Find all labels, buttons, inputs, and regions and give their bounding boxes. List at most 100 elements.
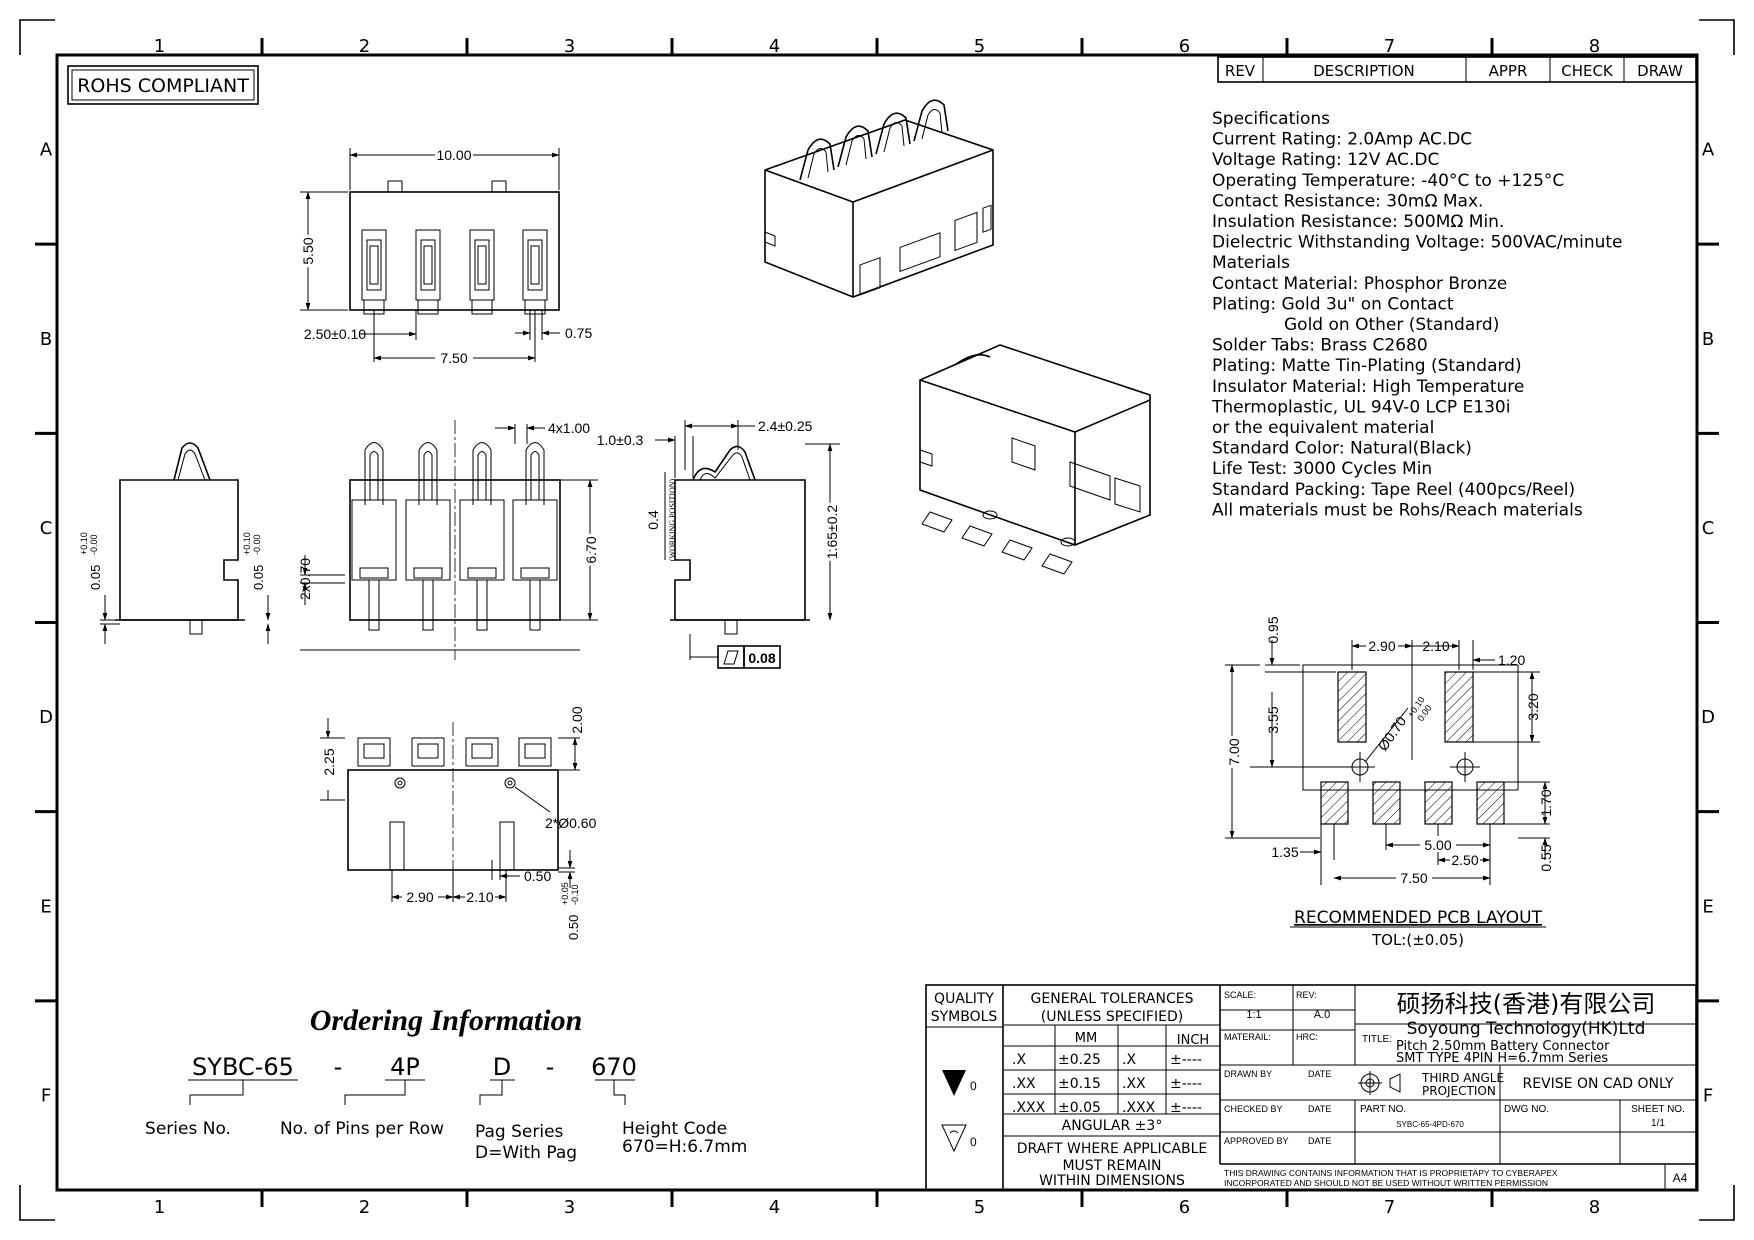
quality-symbol-2: 0 (970, 1135, 977, 1149)
zone-col-label: 7 (1384, 1197, 1395, 1218)
svg-text:-0.00: -0.00 (252, 534, 262, 555)
pcb-dim-095: 0.95 (1265, 616, 1281, 643)
zone-row-label: E (1702, 896, 1713, 917)
title-label: TITLE: (1362, 1034, 1392, 1045)
pcb-layout: 2.90 2.10 1.20 3.20 0.95 3.55 7.00 7.00 … (1222, 616, 1554, 949)
pcb-dim-135: 1.35 (1271, 844, 1298, 860)
draft-note: DRAFT WHERE APPLICABLE (1017, 1141, 1208, 1157)
pcb-dim-290: 2.90 (1368, 638, 1395, 654)
tolerance-cell: ±---- (1170, 1100, 1202, 1116)
spec-line: Standard Packing: Tape Reel (400pcs/Reel… (1212, 480, 1575, 500)
spec-line: Insulation Resistance: 500MΩ Min. (1212, 212, 1504, 232)
company-name-en: Soyoung Technology(HK)Ltd (1407, 1019, 1646, 1039)
svg-text:-0.00: -0.00 (89, 534, 99, 555)
general-tolerances-title: GENERAL TOLERANCES (1031, 991, 1194, 1007)
pcb-dim-210: 2.10 (1422, 638, 1449, 654)
pag-label: Pag Series (475, 1122, 564, 1142)
zone-row-label: F (41, 1085, 51, 1106)
part-no-value: SYBC-65-4PD-670 (1396, 1120, 1464, 1129)
ordering-information: Ordering Information SYBC-65 - 4P D - 67… (145, 1004, 747, 1163)
dim-bottom-b: 2.25 (321, 748, 337, 775)
dim-bottom-d: 2.10 (466, 889, 493, 905)
title-block: QUALITY SYMBOLS 0 0 GENERAL TOLERANCES (… (925, 984, 1697, 1191)
spec-line: All materials must be Rohs/Reach materia… (1212, 500, 1583, 520)
dim-travel: 0.4 (645, 510, 661, 530)
code-height: 670 (591, 1053, 637, 1081)
svg-text:+0.10: +0.10 (242, 532, 252, 555)
svg-text:-: - (334, 1053, 343, 1081)
height-label: Height Code (622, 1119, 727, 1139)
pcb-layout-title: RECOMMENDED PCB LAYOUT (1294, 908, 1543, 928)
top-view: 10.00 5.50 5.50 2.50±0.10 7.50 0.75 (296, 145, 592, 367)
spec-line: Materials (1212, 253, 1290, 273)
flatness-tolerance: 0.08 (748, 650, 775, 666)
bottom-view: 2*Ø0.60 2.00 2.25 2.90 2.10 0.50 0.50 +0… (320, 706, 597, 940)
spec-line: Gold on Other (Standard) (1284, 315, 1499, 335)
dwg-no-label: DWG NO. (1504, 1104, 1549, 1115)
quality-symbol-1: 0 (970, 1079, 977, 1093)
tolerance-cell: ±---- (1170, 1052, 1202, 1068)
zone-col-label: 4 (769, 36, 780, 57)
tolerance-cell: .XX (1122, 1076, 1146, 1092)
pcb-hole-dia: Ø0.70 (1374, 713, 1409, 754)
dim-tab-thickness: 2x0.70 (297, 558, 313, 600)
pcb-dim-500: 5.00 (1424, 837, 1451, 853)
spec-line: Thermoplastic, UL 94V-0 LCP E130i (1211, 397, 1510, 417)
pcb-dim-170: 1.70 (1538, 789, 1554, 816)
svg-text:1.65±0.2: 1.65±0.2 (823, 505, 839, 560)
zone-row-label: B (1702, 329, 1714, 350)
projection-label: THIRD ANGLE (1421, 1071, 1504, 1085)
zone-col-label: 6 (1179, 1197, 1190, 1218)
svg-text:+0.10: +0.10 (79, 532, 89, 555)
pcb-dim-700: 7.00 (1226, 738, 1242, 765)
rev-header: REV (1225, 62, 1256, 80)
svg-text:INCORPORATED AND SHOULD NOT BE: INCORPORATED AND SHOULD NOT BE USED WITH… (1224, 1178, 1548, 1188)
quality-symbols-label: QUALITY (934, 991, 994, 1007)
zone-row-label: C (40, 518, 53, 539)
tolerance-cell: ±0.05 (1058, 1100, 1101, 1116)
dim-pin-width: 0.75 (565, 325, 592, 341)
pcb-dim-250: 2.50 (1451, 852, 1478, 868)
zone-col-label: 1 (154, 36, 165, 57)
isometric-view-top (764, 99, 994, 298)
rev-label: REV: (1296, 990, 1317, 1000)
inch-header: INCH (1177, 1033, 1209, 1048)
dim-holes: 2*Ø0.60 (545, 815, 597, 831)
description-header: DESCRIPTION (1313, 62, 1415, 80)
svg-text:WITHIN DIMENSIONS: WITHIN DIMENSIONS (1039, 1173, 1185, 1189)
tolerance-cell: .XX (1012, 1076, 1036, 1092)
zone-col-label: 3 (564, 36, 575, 57)
dim-width: 10.00 (436, 147, 471, 163)
spec-line: Life Test: 3000 Cycles Min (1212, 459, 1432, 479)
spec-line: Plating: Matte Tin-Plating (Standard) (1212, 356, 1522, 376)
zone-row-label: E (40, 896, 51, 917)
appr-header: APPR (1489, 62, 1528, 80)
zone-col-label: 5 (974, 36, 985, 57)
rev-value: A.0 (1314, 1009, 1331, 1021)
tolerance-cell: .XXX (1122, 1100, 1156, 1116)
svg-text:(UNLESS SPECIFIED): (UNLESS SPECIFIED) (1041, 1009, 1183, 1025)
dim-right-standoff: 0.05 (251, 565, 266, 590)
angular-tolerance: ANGULAR ±3° (1062, 1118, 1163, 1134)
dim-bottom-c: 2.90 (406, 889, 433, 905)
spec-line: Plating: Gold 3u" on Contact (1212, 294, 1454, 314)
svg-text:-: - (546, 1053, 555, 1081)
code-series: SYBC-65 (192, 1053, 294, 1081)
zone-col-label: 8 (1589, 36, 1600, 57)
checked-by-label: CHECKED BY (1224, 1104, 1283, 1114)
code-pag: D (493, 1053, 511, 1081)
company-name-cn: 硕扬科技(香港)有限公司 (1397, 990, 1656, 1018)
spec-line: Contact Material: Phosphor Bronze (1212, 274, 1507, 294)
svg-text:7.00: 7.00 (1225, 738, 1241, 765)
svg-text:DATE: DATE (1308, 1069, 1331, 1079)
dim-spring-offset: 2.4±0.25 (758, 418, 813, 434)
svg-text:PROJECTION: PROJECTION (1422, 1084, 1496, 1098)
tolerance-cell: .X (1012, 1052, 1026, 1068)
zone-col-label: 4 (769, 1197, 780, 1218)
material-label: MATERAIL: (1224, 1032, 1271, 1042)
spec-line: Operating Temperature: -40°C to +125°C (1212, 171, 1564, 191)
pcb-tolerance: TOL:(±0.05) (1371, 931, 1464, 949)
sheet-no-value: 1/1 (1651, 1118, 1665, 1129)
